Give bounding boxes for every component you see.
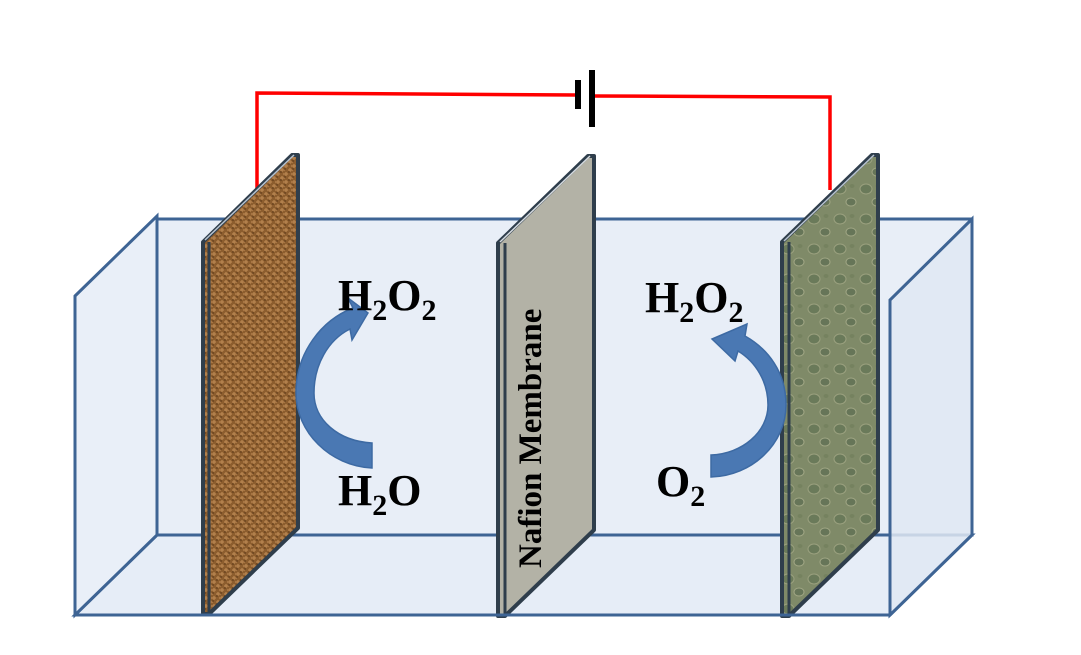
battery-long-plate [589,70,595,127]
cathode-product-label: H2O2 [645,273,743,329]
tank-right-face [888,215,974,619]
circuit [255,70,832,190]
anode-reaction-arrow [295,297,373,469]
wire-left [255,91,578,190]
nafion-membrane: Nafion Membrane [496,154,596,618]
cathode-reaction-arrow [710,322,787,478]
battery-short-plate [575,80,581,109]
anode-reactant-label: H2O [338,466,421,522]
tank-left-face [73,212,159,619]
wire-right [592,94,832,190]
tank-front [75,215,974,619]
cathode-reactant-label: O2 [656,457,705,513]
anode-electrode [201,153,300,616]
anode-product-label: H2O2 [338,271,436,327]
membrane-label: Nafion Membrane [513,309,549,568]
